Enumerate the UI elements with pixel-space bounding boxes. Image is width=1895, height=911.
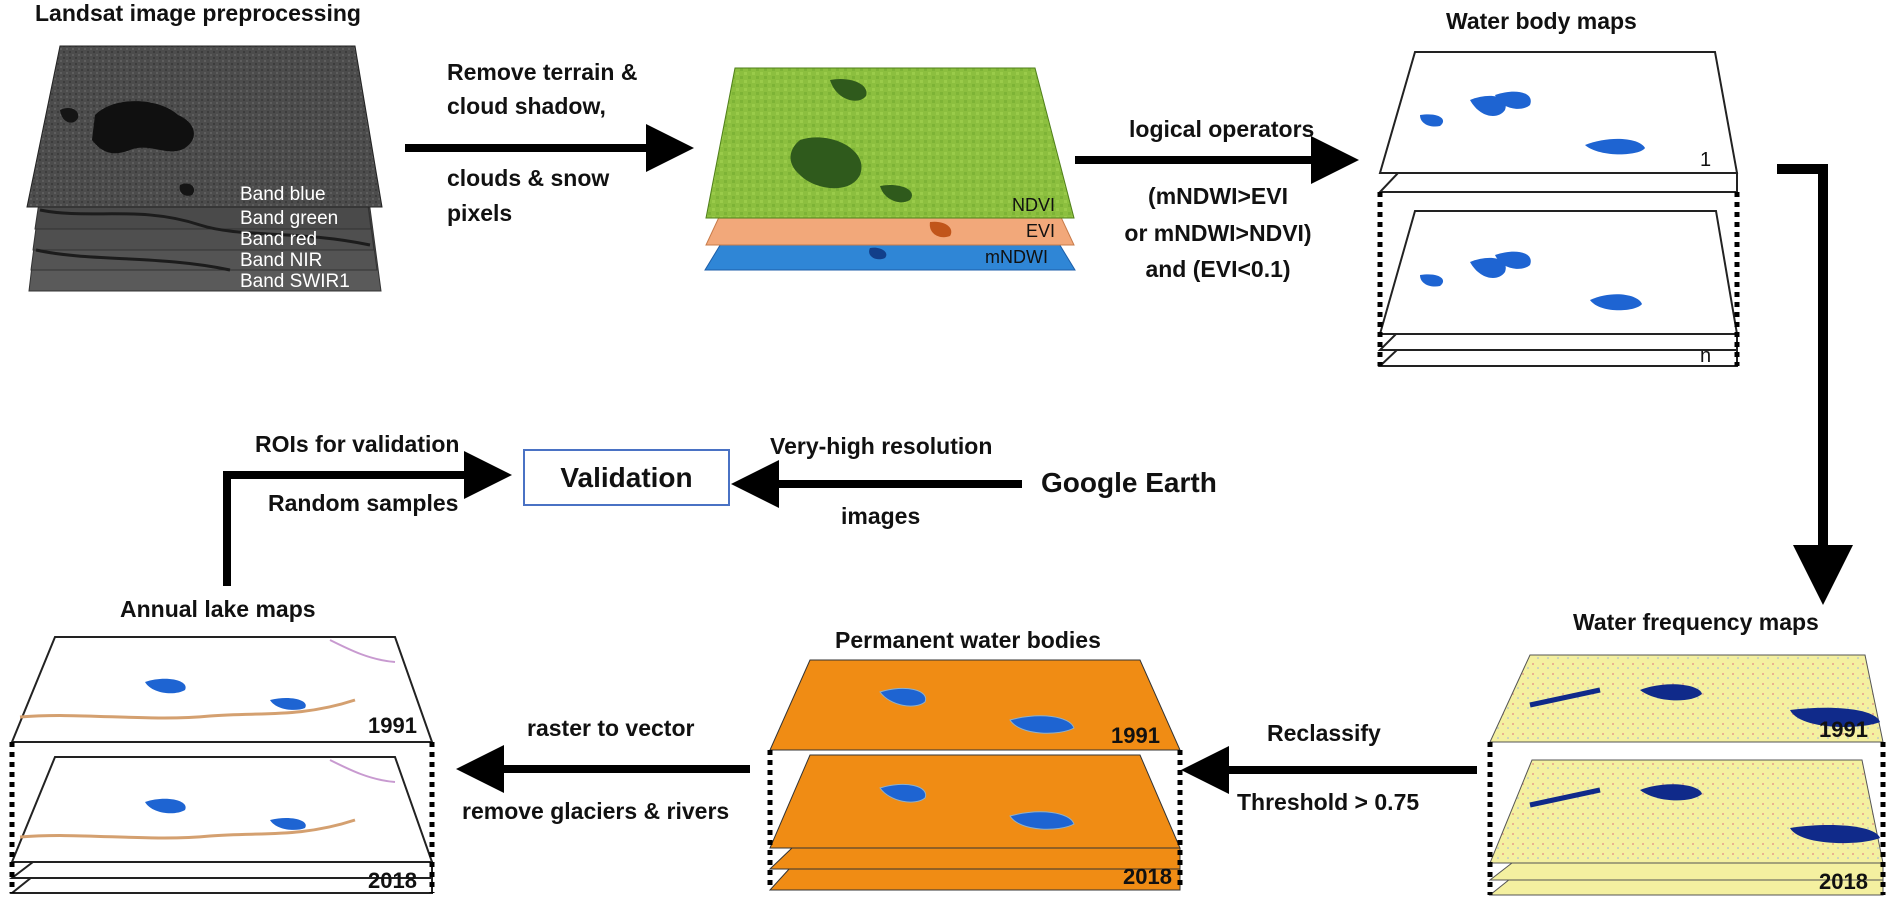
- preprocess-label-2: cloud shadow,: [447, 93, 606, 119]
- band-label-blue: Band blue: [240, 184, 326, 205]
- lake2-boundary: [19, 818, 356, 840]
- vhr-label-2: images: [841, 503, 921, 529]
- permanent-water-stack: [767, 659, 1183, 891]
- preprocess-label-1: Remove terrain &: [447, 59, 638, 85]
- water-frequency-stack: [1487, 654, 1886, 896]
- wb-layer-1: [1378, 51, 1739, 174]
- landsat-streak-2: [35, 248, 231, 272]
- freq1-lake-a: [1640, 684, 1702, 701]
- annual-lake-maps-title: Annual lake maps: [120, 596, 316, 622]
- perm2-lake-b: [1009, 811, 1075, 830]
- preprocess-label-4: pixels: [447, 200, 513, 226]
- landsat-dark-lake-2: [60, 107, 79, 123]
- annual-lake-stack: [9, 636, 435, 894]
- vhr-label-1: Very-high resolution: [770, 433, 993, 459]
- flow-arrows: [223, 124, 1853, 794]
- perm-layer-bottom: [768, 867, 1181, 891]
- water-body-first-label: 1: [1700, 149, 1712, 171]
- landsat-title: Landsat image preprocessing: [35, 0, 361, 26]
- wb1-lake-c: [1585, 138, 1645, 155]
- lake1-lake-a: [145, 678, 186, 694]
- logical-condition-1: (mNDWI>EVI: [1148, 183, 1288, 209]
- logical-condition-2: or mNDWI>NDVI): [1124, 220, 1312, 246]
- water-frequency-maps-title: Water frequency maps: [1573, 609, 1819, 635]
- perm-year-first: 1991: [1111, 723, 1160, 748]
- perm-year-last: 2018: [1123, 864, 1172, 889]
- remove-glaciers-label: remove glaciers & rivers: [462, 798, 730, 824]
- arrow-to-frequency: [1777, 164, 1853, 605]
- band-label-green: Band green: [240, 208, 339, 229]
- perm1-lake-a: [879, 687, 927, 707]
- lake-year-first: 1991: [368, 713, 417, 738]
- wb-layer-n-bottom: [1377, 348, 1738, 367]
- validation-box: Validation: [523, 449, 730, 506]
- perm-layer-3: [768, 847, 1181, 870]
- freq2-lake-b: [1790, 825, 1880, 844]
- lake-layer-2: [10, 756, 434, 863]
- raster-to-vector-label: raster to vector: [527, 715, 695, 741]
- ndvi-layer: [705, 67, 1075, 219]
- freq2-lake-a: [1640, 784, 1702, 801]
- water-body-maps-title: Water body maps: [1446, 8, 1637, 34]
- lake1-lake-b: [270, 697, 306, 710]
- logical-operators-label: logical operators: [1129, 116, 1315, 142]
- band-label-red: Band red: [240, 229, 318, 250]
- permanent-water-bodies-title: Permanent water bodies: [835, 627, 1101, 653]
- landsat-layer-1: [26, 45, 383, 208]
- freq1-streak-a: [1529, 687, 1601, 708]
- threshold-label: Threshold > 0.75: [1237, 789, 1420, 815]
- evi-label: EVI: [1026, 221, 1056, 241]
- lake2-lake-a: [145, 798, 186, 814]
- perm-layer-2: [769, 754, 1181, 849]
- mndwi-label: mNDWI: [985, 247, 1048, 267]
- ndvi-label: NDVI: [1012, 195, 1056, 215]
- freq1-lake-b: [1790, 707, 1880, 727]
- preprocess-label-3: clouds & snow: [447, 165, 610, 191]
- evi-dark-patch: [929, 221, 952, 238]
- index-stack: [704, 67, 1076, 271]
- wb-layer-1-base: [1377, 172, 1738, 193]
- landsat-dark-lake: [92, 101, 194, 154]
- ndvi-dark-lake-3: [880, 184, 912, 203]
- lake1-boundary-top: [329, 639, 396, 663]
- random-samples-label: Random samples: [268, 490, 459, 516]
- band-label-nir: Band NIR: [240, 250, 323, 271]
- lake2-lake-b: [270, 817, 306, 830]
- lake2-boundary-top: [329, 759, 396, 783]
- freq-year-first: 1991: [1819, 717, 1868, 742]
- mndwi-dark-patch: [869, 247, 887, 260]
- rois-label: ROIs for validation: [255, 431, 460, 457]
- wb-layer-n: [1377, 333, 1738, 351]
- google-earth-label: Google Earth: [1041, 467, 1217, 498]
- water-body-last-label: n: [1700, 345, 1712, 367]
- landsat-dark-lake-3: [179, 183, 195, 196]
- wb2-lake-c: [1590, 294, 1642, 311]
- wb-layer-2: [1378, 210, 1739, 335]
- wb1-lake-b: [1495, 91, 1531, 109]
- lake1-boundary: [19, 698, 356, 720]
- ndvi-dark-lake-2: [830, 78, 867, 101]
- evi-layer: [705, 214, 1075, 246]
- wb2-lake-d: [1420, 274, 1444, 287]
- freq-layer-2: [1489, 759, 1884, 864]
- lake-year-last: 2018: [368, 868, 417, 893]
- arrow-to-validation: [223, 451, 512, 586]
- wb1-lake-a: [1470, 95, 1506, 116]
- reclassify-label: Reclassify: [1267, 720, 1381, 746]
- perm1-lake-b: [1009, 715, 1075, 734]
- perm2-lake-a: [879, 783, 927, 803]
- ndvi-dark-lake: [790, 137, 862, 189]
- logical-condition-3: and (EVI<0.1): [1145, 256, 1291, 282]
- landsat-stack: [26, 45, 383, 292]
- wb1-lake-d: [1420, 114, 1444, 127]
- validation-label: Validation: [560, 461, 693, 493]
- wb2-lake-a: [1470, 257, 1506, 278]
- landsat-streak: [39, 208, 371, 247]
- wb2-lake-b: [1495, 251, 1531, 269]
- freq2-streak-a: [1529, 787, 1601, 808]
- water-body-stack: [1377, 51, 1740, 367]
- freq-year-last: 2018: [1819, 869, 1868, 894]
- band-label-swir1: Band SWIR1: [240, 271, 350, 292]
